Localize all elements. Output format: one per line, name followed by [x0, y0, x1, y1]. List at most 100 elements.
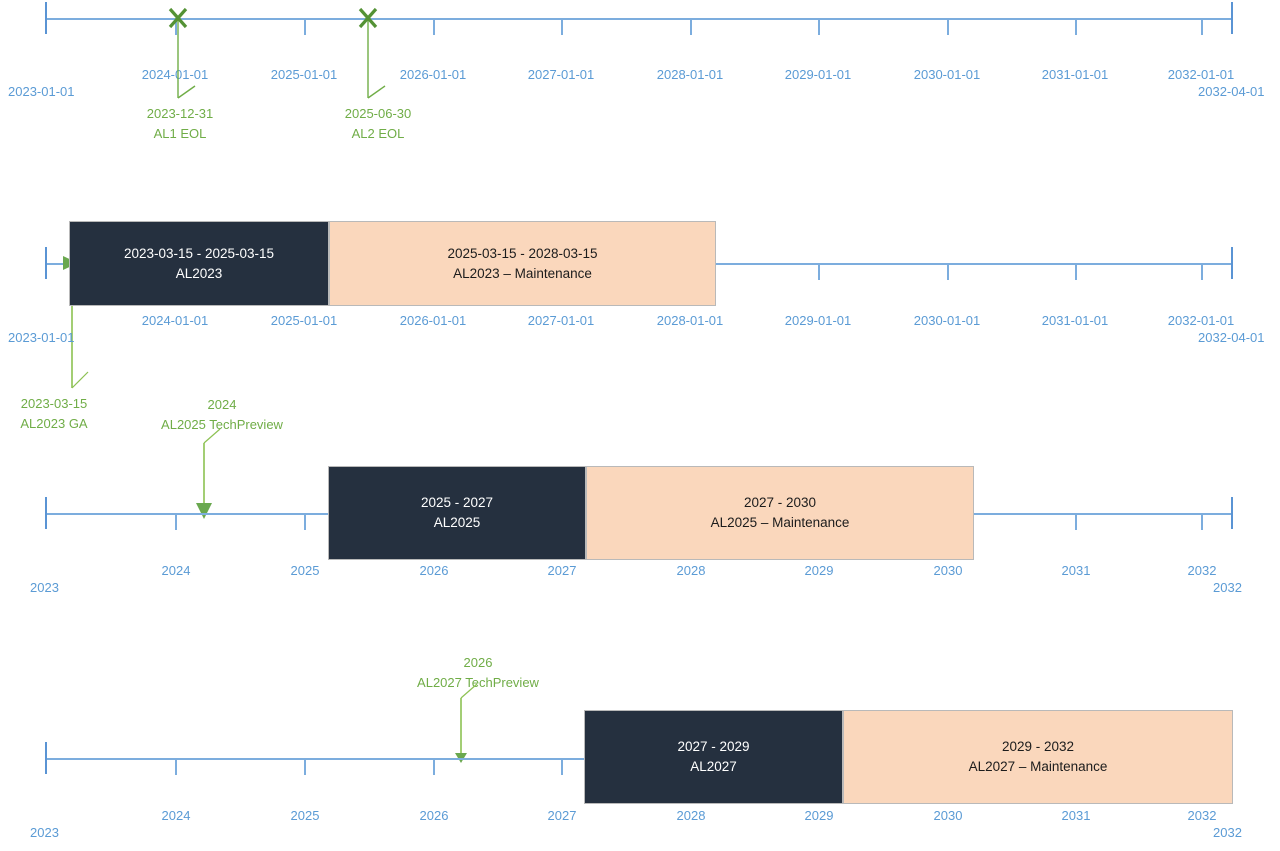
marker-al2-eol-date: 2025-06-30 — [344, 106, 412, 121]
axis-start-label: 2023 — [30, 580, 59, 595]
axis-tick — [561, 19, 563, 35]
axis-tick-label: 2026-01-01 — [399, 313, 467, 328]
axis-tick-label: 2025-01-01 — [270, 313, 338, 328]
bar-range: 2023-03-15 - 2025-03-15 — [123, 245, 275, 261]
axis-tick-label: 2031 — [1061, 563, 1091, 578]
axis-end-cap — [1231, 247, 1233, 279]
axis-tick-label: 2030 — [933, 563, 963, 578]
axis-tick-label: 2031 — [1061, 808, 1091, 823]
bar-label: AL2023 — [175, 265, 223, 281]
bar-label: AL2023 – Maintenance — [453, 265, 592, 281]
marker-al2023-ga-label: 2023-03-15 AL2023 GA — [0, 394, 114, 433]
axis-tick-label: 2024-01-01 — [141, 67, 209, 82]
axis-tick — [433, 759, 435, 775]
axis-tick-label: 2026-01-01 — [399, 67, 467, 82]
axis-tick — [561, 759, 563, 775]
axis-tick — [1201, 19, 1203, 35]
axis-tick-label: 2024 — [161, 808, 191, 823]
axis-tick-label: 2030-01-01 — [913, 67, 981, 82]
timeline-row-al2027: 2026 AL2027 TechPreview 2027 - 2029 AL20… — [0, 645, 1280, 851]
marker-al2-eol-name: AL2 EOL — [351, 125, 405, 141]
axis-start-cap — [45, 2, 47, 34]
axis-tick — [818, 19, 820, 35]
axis-tick-label: 2029 — [804, 808, 834, 823]
axis-tick — [1201, 264, 1203, 280]
marker-al2023-ga-date: 2023-03-15 — [20, 396, 88, 411]
axis-tick-label: 2032-01-01 — [1167, 67, 1235, 82]
bar-label: AL2027 — [690, 759, 737, 774]
marker-al2027-tp-name: AL2027 TechPreview — [417, 674, 539, 690]
axis-end-cap — [1231, 2, 1233, 34]
axis-tick-label: 2024 — [161, 563, 191, 578]
bar-al2027-maintenance[interactable]: 2029 - 2032 AL2027 – Maintenance — [843, 710, 1233, 804]
marker-al2025-tp-name: AL2025 TechPreview — [161, 416, 283, 432]
axis-end-label: 2032-04-01 — [1198, 330, 1265, 345]
axis-tick-label: 2029-01-01 — [784, 67, 852, 82]
axis-tick-label: 2026 — [419, 808, 449, 823]
axis-tick — [433, 19, 435, 35]
bar-range: 2027 - 2030 — [743, 495, 817, 511]
axis-tick — [1075, 19, 1077, 35]
marker-al2025-tp-date: 2024 — [207, 397, 237, 412]
marker-al2023-ga-name: AL2023 GA — [20, 415, 88, 431]
axis-tick-label: 2024-01-01 — [141, 313, 209, 328]
axis-tick — [304, 19, 306, 35]
bar-range: 2025 - 2027 — [420, 495, 494, 511]
axis-tick-label: 2028 — [676, 563, 706, 578]
axis-tick-label: 2030 — [933, 808, 963, 823]
axis-tick — [1201, 514, 1203, 530]
axis-tick-label: 2027 — [547, 563, 577, 578]
timeline-row-al2023: 2023-03-15 - 2025-03-15 AL2023 2025-03-1… — [0, 200, 1280, 450]
axis-tick — [175, 759, 177, 775]
axis-start-cap — [45, 247, 47, 279]
axis-tick-label: 2025 — [290, 563, 320, 578]
axis-start-label: 2023-01-01 — [8, 84, 75, 99]
axis-tick-label: 2032-01-01 — [1167, 313, 1235, 328]
axis-tick-label: 2031-01-01 — [1041, 67, 1109, 82]
axis-start-cap — [45, 742, 47, 774]
axis-tick-label: 2025 — [290, 808, 320, 823]
axis-tick-label: 2028-01-01 — [656, 313, 724, 328]
bar-range: 2029 - 2032 — [1001, 739, 1075, 755]
marker-al1-eol-leader — [168, 7, 196, 99]
axis-tick — [690, 19, 692, 35]
axis-tick — [947, 264, 949, 280]
marker-al1-eol-name: AL1 EOL — [153, 125, 207, 141]
axis-end-label: 2032 — [1213, 825, 1242, 840]
axis-tick — [304, 759, 306, 775]
bar-label: AL2025 – Maintenance — [710, 515, 850, 530]
axis-end-cap — [1231, 497, 1233, 529]
marker-al1-eol-date: 2023-12-31 — [146, 106, 214, 121]
bar-al2023-active[interactable]: 2023-03-15 - 2025-03-15 AL2023 — [69, 221, 329, 306]
marker-al2-eol-label: 2025-06-30 AL2 EOL — [308, 104, 448, 143]
axis-tick-label: 2029-01-01 — [784, 313, 852, 328]
axis-tick-label: 2031-01-01 — [1041, 313, 1109, 328]
axis-tick — [1075, 264, 1077, 280]
axis-start-label: 2023 — [30, 825, 59, 840]
axis-tick-label: 2026 — [419, 563, 449, 578]
axis-line — [45, 18, 1233, 20]
axis-tick-label: 2028-01-01 — [656, 67, 724, 82]
axis-tick-label: 2029 — [804, 563, 834, 578]
marker-al2027-tp-label: 2026 AL2027 TechPreview — [408, 653, 548, 692]
marker-al2025-tp-label: 2024 AL2025 TechPreview — [152, 395, 292, 434]
bar-al2025-active[interactable]: 2025 - 2027 AL2025 — [328, 466, 586, 560]
axis-tick-label: 2030-01-01 — [913, 313, 981, 328]
bar-al2023-maintenance[interactable]: 2025-03-15 - 2028-03-15 AL2023 – Mainten… — [329, 221, 716, 306]
axis-tick-label: 2028 — [676, 808, 706, 823]
axis-tick — [175, 19, 177, 35]
marker-al1-eol-label: 2023-12-31 AL1 EOL — [110, 104, 250, 143]
axis-start-label: 2023-01-01 — [8, 330, 75, 345]
bar-label: AL2025 — [433, 515, 481, 530]
bar-label: AL2027 – Maintenance — [968, 759, 1108, 774]
axis-tick-label: 2032 — [1187, 563, 1217, 578]
axis-tick — [818, 264, 820, 280]
axis-tick — [304, 514, 306, 530]
bar-al2025-maintenance[interactable]: 2027 - 2030 AL2025 – Maintenance — [586, 466, 974, 560]
axis-tick-label: 2032 — [1187, 808, 1217, 823]
timeline-row-al2025: 2024 AL2025 TechPreview 2025 - 2027 AL20… — [0, 395, 1280, 625]
axis-tick-label: 2025-01-01 — [270, 67, 338, 82]
axis-tick — [1075, 514, 1077, 530]
bar-al2027-active[interactable]: 2027 - 2029 AL2027 — [584, 710, 843, 804]
marker-al2027-tp-date: 2026 — [463, 655, 493, 670]
